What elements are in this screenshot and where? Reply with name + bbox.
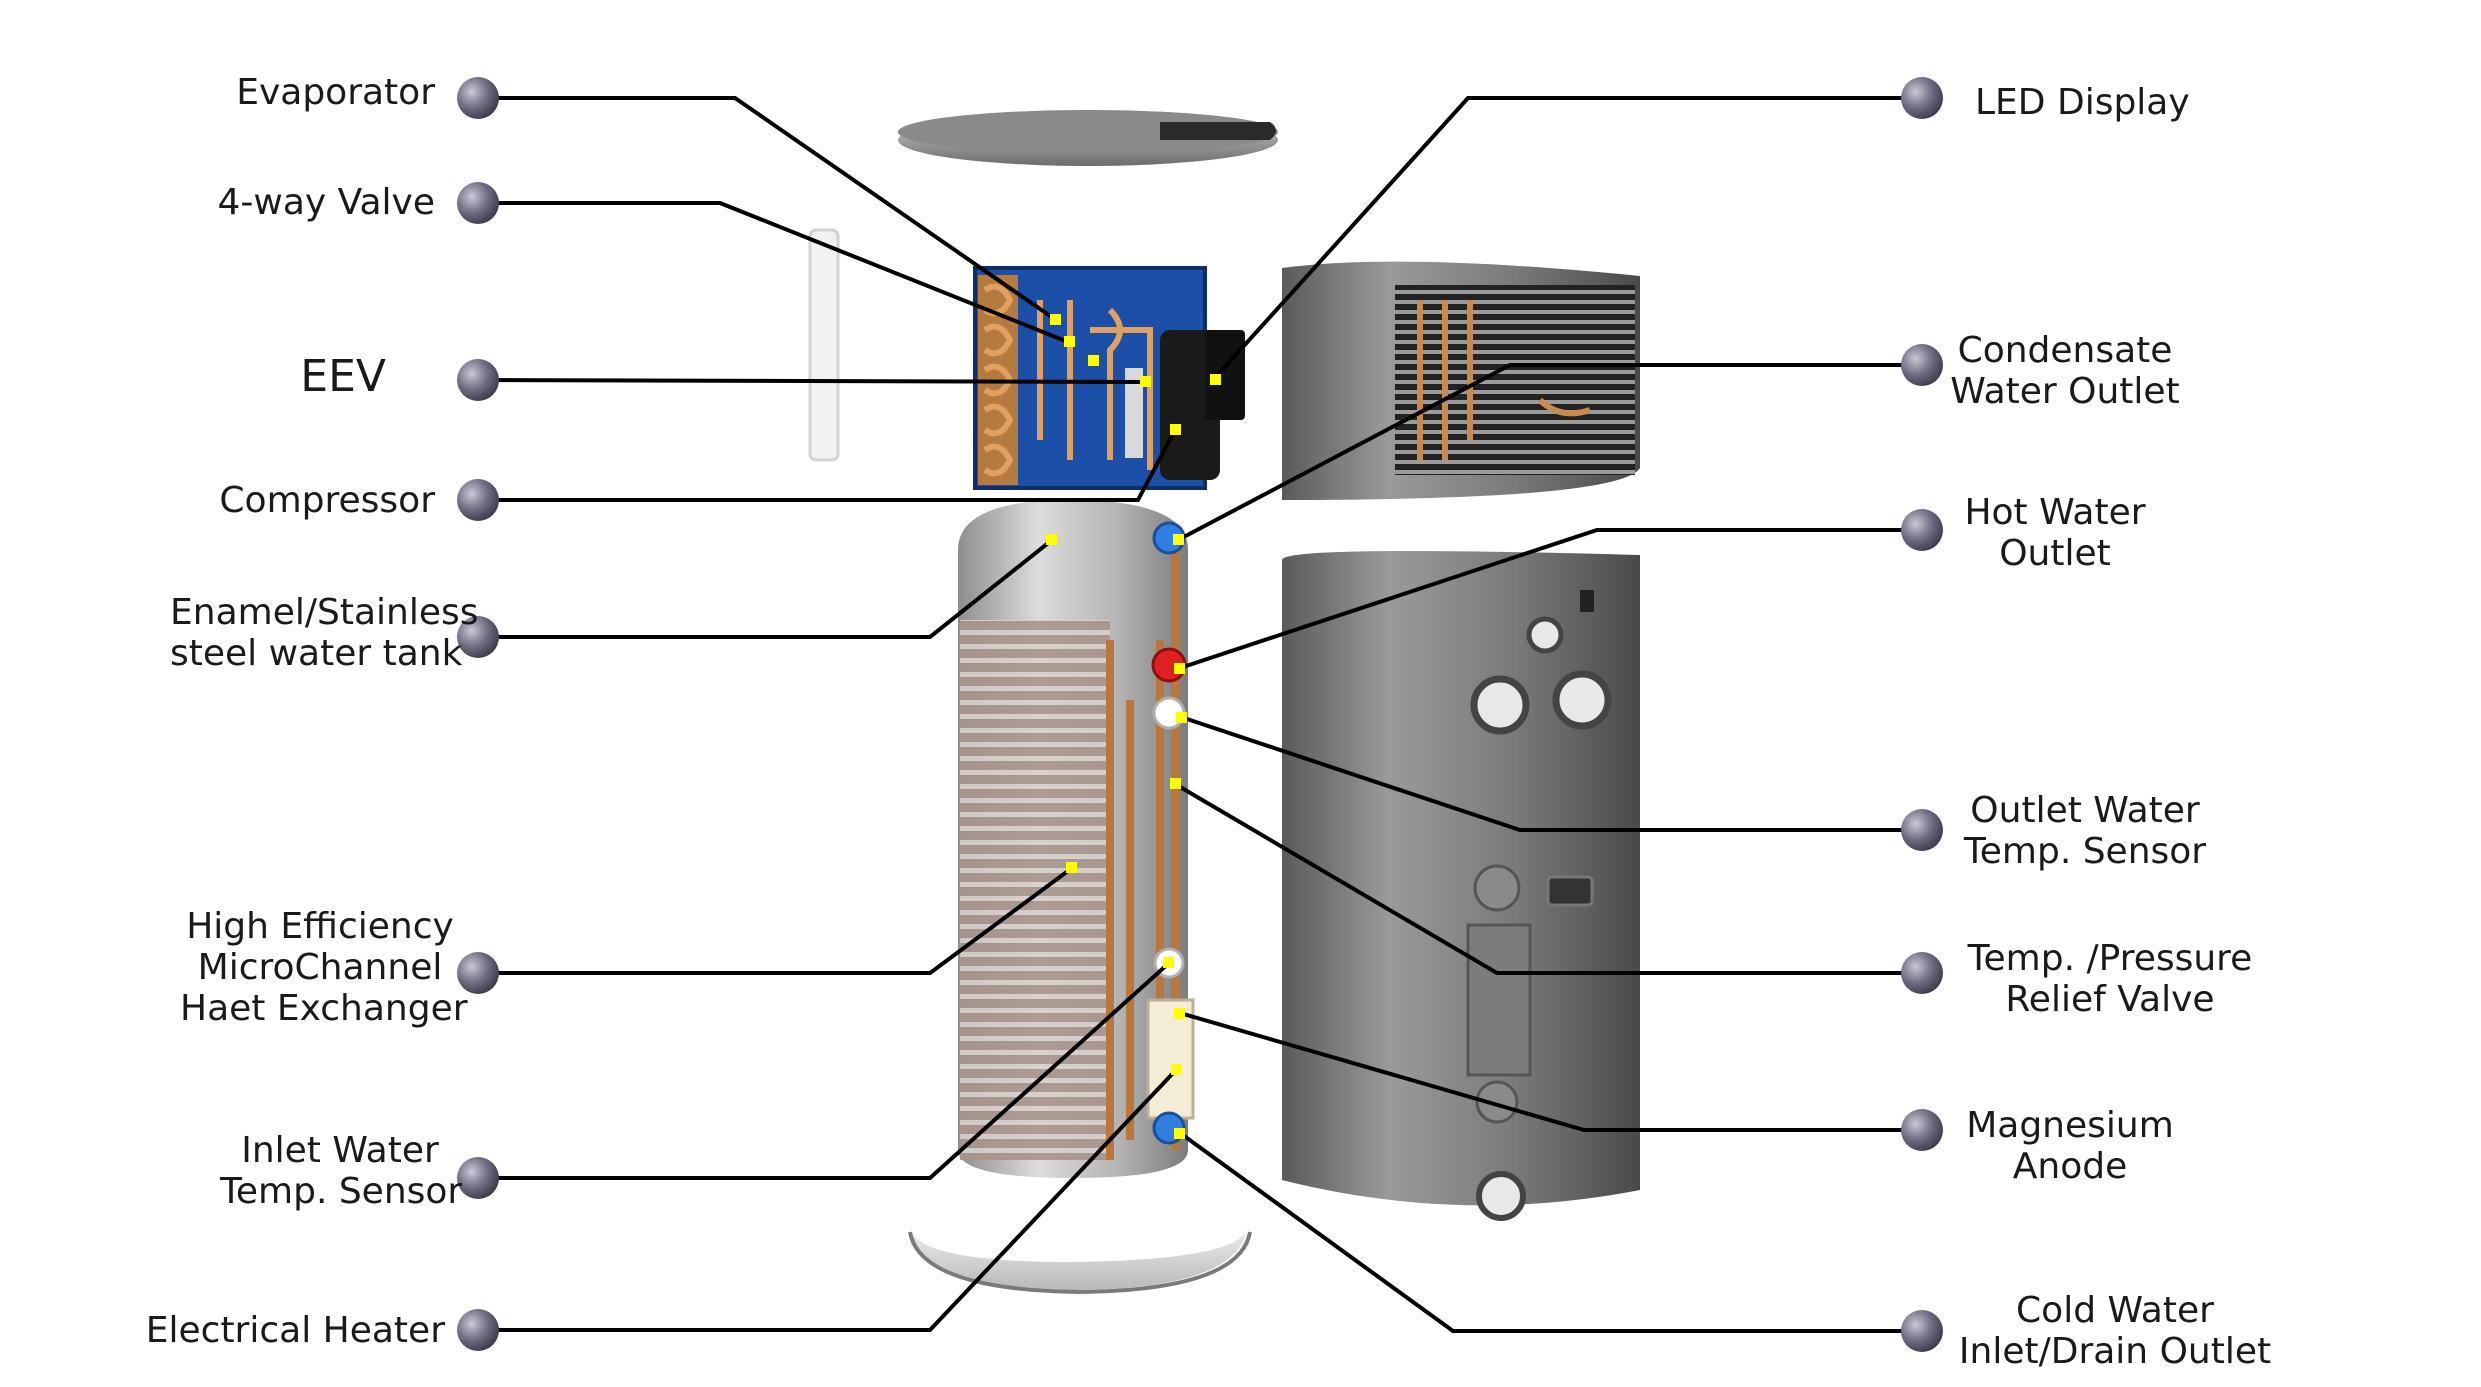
bottom-base bbox=[908, 1220, 1252, 1295]
leader-heat-exchanger bbox=[480, 866, 1074, 975]
label-compressor: Compressor bbox=[219, 480, 435, 521]
callout-bullets bbox=[457, 77, 1943, 1352]
bullet-compressor bbox=[457, 479, 499, 521]
label-cold-water-inlet: Cold Water Inlet/Drain Outlet bbox=[1950, 1290, 2280, 1372]
label-line: Outlet Water bbox=[1970, 790, 2200, 831]
marker-magnesium-anode bbox=[1174, 1008, 1185, 1019]
marker-evaporator bbox=[1050, 314, 1061, 325]
label-line: Inlet Water bbox=[241, 1130, 439, 1171]
leader-compressor bbox=[480, 429, 1177, 502]
label-outlet-temp-sensor: Outlet Water Temp. Sensor bbox=[1935, 790, 2235, 872]
label-condensate-outlet: Condensate Water Outlet bbox=[1930, 330, 2200, 412]
leader-lines bbox=[479, 96, 1920, 1333]
leader-condensate-outlet bbox=[1177, 363, 1920, 542]
marker-condensate-outlet bbox=[1173, 534, 1184, 545]
label-line: Electrical Heater bbox=[145, 1310, 445, 1351]
label-line: High Efficiency bbox=[186, 906, 454, 947]
label-line: Temp. Sensor bbox=[220, 1171, 463, 1212]
bullet-condensate-outlet bbox=[1901, 344, 1943, 386]
label-hot-water-outlet: Hot Water Outlet bbox=[1930, 492, 2180, 574]
leader-magnesium-anode bbox=[1179, 1011, 1920, 1132]
marker-electrical-heater bbox=[1171, 1064, 1182, 1075]
label-inlet-temp-sensor: Inlet Water Temp. Sensor bbox=[220, 1130, 463, 1212]
label-line: Outlet bbox=[1999, 533, 2111, 574]
leader-outlet-temp-sensor bbox=[1183, 716, 1920, 832]
label-line: Temp. /Pressure bbox=[1967, 938, 2253, 979]
marker-compressor bbox=[1170, 424, 1181, 435]
label-line: Enamel/Stainless bbox=[170, 592, 479, 633]
label-eev: EEV bbox=[300, 351, 386, 402]
label-line: Haet Exchanger bbox=[180, 988, 468, 1029]
label-four-way-valve: 4-way Valve bbox=[218, 182, 436, 223]
leader-hot-water-outlet bbox=[1179, 528, 1920, 670]
lower-shell bbox=[1282, 551, 1640, 1221]
label-line: Cold Water bbox=[2016, 1290, 2214, 1331]
label-line: MicroChannel bbox=[197, 947, 443, 988]
marker-outlet-temp-sensor bbox=[1176, 712, 1187, 723]
side-panel bbox=[808, 228, 840, 462]
label-electrical-heater: Electrical Heater bbox=[146, 1310, 445, 1351]
leader-evaporator bbox=[480, 96, 1058, 322]
label-line: LED Display bbox=[1975, 82, 2190, 123]
leader-electrical-heater bbox=[480, 1068, 1178, 1332]
marker-four-way-valve bbox=[1064, 336, 1075, 347]
leader-water-tank bbox=[480, 538, 1054, 639]
leader-relief-valve bbox=[1173, 782, 1920, 975]
marker-cold-water-inlet bbox=[1174, 1128, 1185, 1139]
bullet-water-tank bbox=[457, 616, 499, 658]
leader-eev bbox=[479, 378, 1143, 384]
bullet-relief-valve bbox=[1901, 952, 1943, 994]
label-relief-valve: Temp. /Pressure Relief Valve bbox=[1945, 938, 2275, 1020]
water-tank-body bbox=[958, 500, 1195, 1178]
label-line: Evaporator bbox=[236, 72, 435, 113]
marker-eev-a bbox=[1088, 355, 1099, 366]
bullet-inlet-temp-sensor bbox=[457, 1157, 499, 1199]
leader-four-way-valve bbox=[480, 201, 1069, 344]
marker-led-display bbox=[1210, 374, 1221, 385]
bullet-hot-water-outlet bbox=[1901, 509, 1943, 551]
bullet-outlet-temp-sensor bbox=[1901, 809, 1943, 851]
label-line: 4-way Valve bbox=[217, 182, 436, 223]
label-line: Water Outlet bbox=[1950, 371, 2180, 412]
bullet-electrical-heater bbox=[457, 1309, 499, 1351]
marker-hot-water-outlet bbox=[1174, 663, 1185, 674]
label-line: steel water tank bbox=[170, 633, 463, 674]
leader-led-display bbox=[1211, 96, 1920, 382]
label-led-display: LED Display bbox=[1975, 82, 2190, 123]
label-line: Inlet/Drain Outlet bbox=[1958, 1331, 2272, 1372]
bullet-heat-exchanger bbox=[457, 952, 499, 994]
bullet-magnesium-anode bbox=[1901, 1109, 1943, 1151]
marker-water-tank bbox=[1046, 534, 1057, 545]
label-line: Temp. Sensor bbox=[1963, 831, 2207, 872]
marker-relief-valve bbox=[1170, 778, 1181, 789]
label-heat-exchanger: High Efficiency MicroChannel Haet Exchan… bbox=[180, 906, 468, 1029]
upper-shell bbox=[1282, 261, 1640, 500]
marker-heat-exchanger bbox=[1066, 862, 1077, 873]
label-line: Magnesium bbox=[1966, 1105, 2174, 1146]
bullet-cold-water-inlet bbox=[1901, 1310, 1943, 1352]
marker-eev-b bbox=[1140, 376, 1151, 387]
bullet-four-way-valve bbox=[457, 182, 499, 224]
bullet-evaporator bbox=[457, 77, 499, 119]
evaporator-assembly bbox=[973, 266, 1245, 490]
label-line: Compressor bbox=[219, 480, 435, 521]
point-markers bbox=[1046, 314, 1221, 1139]
bullet-eev bbox=[457, 359, 499, 401]
label-evaporator: Evaporator bbox=[236, 72, 435, 113]
label-line: Anode bbox=[2012, 1146, 2128, 1187]
top-lid bbox=[898, 110, 1278, 166]
label-line: Relief Valve bbox=[2005, 979, 2215, 1020]
marker-inlet-temp-sensor bbox=[1163, 957, 1174, 968]
leader-inlet-temp-sensor bbox=[480, 961, 1171, 1180]
label-water-tank: Enamel/Stainless steel water tank bbox=[170, 592, 479, 674]
label-line: EEV bbox=[300, 351, 386, 402]
label-magnesium-anode: Magnesium Anode bbox=[1945, 1105, 2195, 1187]
label-line: Hot Water bbox=[1964, 492, 2146, 533]
label-line: Condensate bbox=[1957, 330, 2173, 371]
bullet-led-display bbox=[1901, 77, 1943, 119]
leader-cold-water-inlet bbox=[1178, 1131, 1920, 1333]
